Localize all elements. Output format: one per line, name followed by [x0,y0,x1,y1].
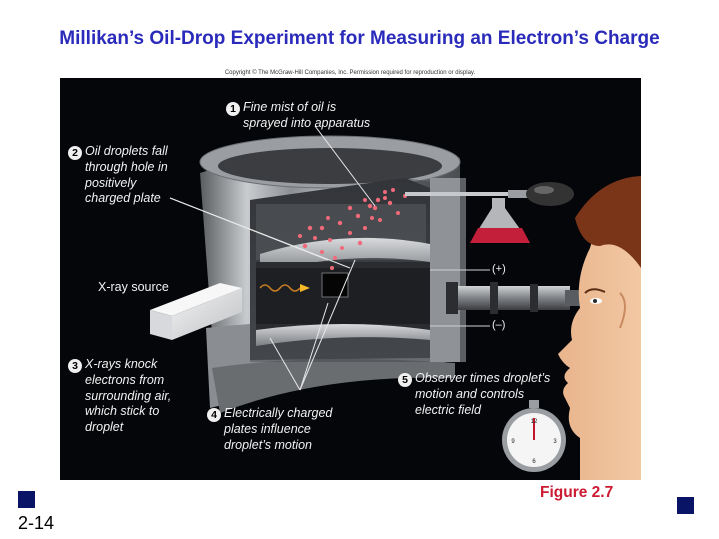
leader-lines [169,125,376,391]
callout-3-line-2: electrons from [85,373,165,387]
callout-3-line-3: surrounding air, [85,388,172,403]
slide-title: Millikan’s Oil-Drop Experiment for Measu… [59,28,660,49]
xray-arrowhead [300,284,310,292]
callout-4-line-3: droplet’s motion [224,437,313,452]
callout-4-line-1: Electrically charged [224,406,333,420]
callout-3-number: 3 [68,359,82,373]
callout-5-number: 5 [398,373,412,387]
apparatus-illustration: 12 3 6 9 [150,125,641,480]
callout-5-line-2: motion and controls [415,387,525,401]
callout-3-line-5: droplet [85,419,124,434]
callout-2-line-1: Oil droplets fall [85,144,168,158]
xray-beam [259,284,301,292]
callout-1-line-1: Fine mist of oil is [243,100,337,114]
svg-text:6: 6 [532,459,536,465]
callout-3-line-4: which stick to [85,404,160,418]
stopwatch-icon: 12 3 6 9 [502,400,566,472]
callout-2-number: 2 [68,146,82,160]
svg-text:12: 12 [531,419,538,425]
observer-head-icon [558,176,641,480]
negative-plate [256,324,430,346]
callout-4-line-2: plates influence [224,422,311,436]
svg-text:9: 9 [511,439,515,445]
xray-source-label: X-ray source [98,280,169,294]
negative-plate-label: (–) [492,319,506,331]
oil-atomizer-icon [405,182,574,243]
svg-text:3: 3 [553,439,557,445]
callout-1-number: 1 [226,102,240,116]
positive-plate-label: (+) [492,263,506,275]
callout-5-line-3: electric field [415,402,481,417]
callout-1-line-2: sprayed into apparatus [243,116,371,130]
oil-droplets [298,188,407,270]
callout-2-line-4: charged plate [85,191,161,205]
nav-previous-square[interactable] [18,491,35,508]
figure-label: Figure 2.7 [540,484,614,501]
telescope-icon [446,282,581,314]
callout-5-line-1: Observer times droplet’s [415,371,551,385]
xray-source-box [150,283,242,340]
droplet-window [321,272,349,298]
callout-2-line-3: positively [85,175,137,190]
callout-2-line-2: through hole in [85,160,168,174]
copyright-notice: Copyright © The McGraw-Hill Companies, I… [224,70,476,76]
callout-3-line-1: X-rays knock [85,357,158,371]
callout-4-number: 4 [207,408,221,422]
slide-number: 2-14 [18,513,55,533]
nav-next-square[interactable] [677,497,694,514]
